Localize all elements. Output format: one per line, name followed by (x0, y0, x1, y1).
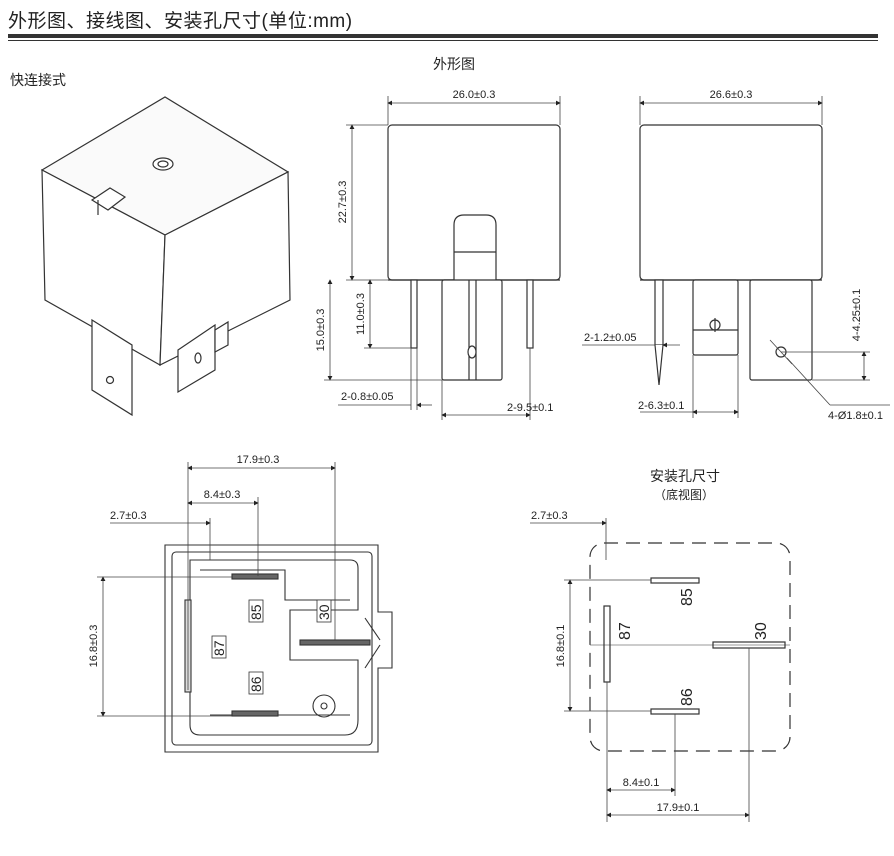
title-rule-thin (8, 40, 878, 41)
front-view-drawing (387, 124, 561, 381)
outline-title: 外形图 (433, 56, 475, 72)
front-pin-pitch-dim: 2-9.5±0.1 (507, 402, 553, 414)
bottom-edge-dim: 2.7±0.3 (110, 510, 147, 522)
pin-label-85: 85 (248, 604, 264, 620)
front-width-dim: 26.0±0.3 (453, 89, 496, 101)
mounting-hole-drawing (589, 542, 791, 752)
bottom-dimension-lines (97, 462, 336, 717)
bottom-dimension-labels: 17.9±0.3 8.4±0.3 2.7±0.3 16.8±0.3 (88, 454, 279, 667)
front-pin-total-dim: 15.0±0.3 (315, 309, 327, 352)
bottom-offset-dim: 8.4±0.3 (204, 489, 241, 501)
mount-pin-label-86: 86 (679, 688, 696, 706)
title-rule (8, 34, 878, 38)
pin-label-86: 86 (248, 676, 264, 692)
mount-pin-labels: 85 87 30 86 (617, 588, 770, 706)
front-dimension-lines (324, 96, 561, 420)
mount-edge-dim: 2.7±0.3 (531, 510, 568, 522)
side-hole-position-dim: 4-4.25±0.1 (851, 289, 863, 342)
mount-dimension-labels: 2.7±0.3 16.8±0.1 8.4±0.1 17.9±0.1 (531, 510, 699, 814)
mount-height-dim: 16.8±0.1 (555, 625, 567, 668)
side-dimension-lines (582, 96, 890, 418)
mount-pin-label-85: 85 (679, 588, 696, 606)
side-hole-diameter-dim: 4-Ø1.8±0.1 (828, 410, 883, 422)
relay-isometric-drawing (40, 96, 291, 417)
side-dimension-labels: 26.6±0.3 2-1.2±0.05 2-6.3±0.1 4-4.25±0.1… (584, 89, 883, 422)
mount-dimension-lines (530, 518, 750, 822)
mount-subtitle: （底视图） (654, 488, 715, 502)
pin-label-87: 87 (211, 640, 227, 656)
mount-width-dim: 17.9±0.1 (657, 802, 700, 814)
iso-view-label: 快连接式 (10, 72, 66, 88)
front-pin-length-dim: 11.0±0.3 (355, 293, 367, 335)
bottom-view-drawing (164, 544, 393, 753)
side-width-dim: 26.6±0.3 (710, 89, 753, 101)
mount-title: 安装孔尺寸 (650, 468, 720, 484)
front-pin-thickness-dim: 2-0.8±0.05 (341, 391, 394, 403)
page-title: 外形图、接线图、安装孔尺寸(单位:mm) (8, 11, 353, 32)
bottom-height-dim: 16.8±0.3 (88, 625, 100, 668)
pin-label-30: 30 (316, 604, 332, 620)
bottom-width-dim: 17.9±0.3 (237, 454, 280, 466)
side-pin-thickness-dim: 2-1.2±0.05 (584, 332, 637, 344)
mount-offset-dim: 8.4±0.1 (623, 777, 660, 789)
front-height-dim: 22.7±0.3 (337, 181, 349, 224)
mount-pin-label-87: 87 (617, 622, 634, 640)
side-pin-pitch-dim: 2-6.3±0.1 (638, 400, 684, 412)
side-view-drawing (639, 124, 823, 386)
bottom-pin-labels: 85 30 87 86 (211, 599, 332, 695)
mount-pin-label-30: 30 (753, 622, 770, 640)
front-dimension-labels: 26.0±0.3 22.7±0.3 15.0±0.3 11.0±0.3 2-0.… (315, 89, 553, 414)
